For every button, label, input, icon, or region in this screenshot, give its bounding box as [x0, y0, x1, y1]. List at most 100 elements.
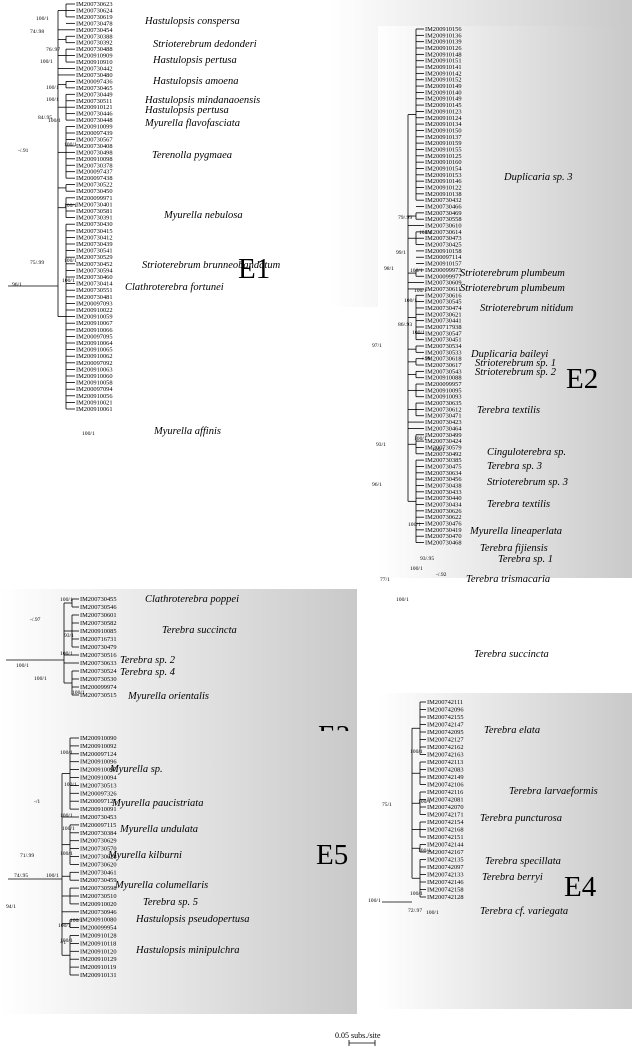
clade-name: Myurella columellaris — [114, 880, 208, 891]
leaf-label: IM200910159 — [425, 140, 462, 147]
clade-name: Hastulopsis pertusa — [152, 55, 237, 66]
clade-name: Strioterebrum dedonderi — [153, 39, 257, 50]
support-value: 77/1 — [380, 577, 390, 583]
leaf-label: IM200730543 — [425, 368, 462, 375]
leaf-label: IM200910910 — [76, 59, 113, 66]
support-value: 99/1 — [396, 250, 406, 256]
clade-name: Hastulopsis amoena — [152, 76, 238, 87]
clade-name: Hastulopsis minipulchra — [135, 945, 240, 956]
leaf-label: IM200097114 — [425, 254, 462, 261]
clade-name: Terebra puncturosa — [480, 813, 562, 824]
leaf-label: IM200730612 — [425, 406, 462, 413]
group-label: E2 — [566, 363, 598, 395]
leaf-label: IM200730455 — [80, 596, 117, 603]
leaf-label: IM200910091 — [80, 806, 117, 813]
clade-name: Terebra textilis — [477, 405, 540, 416]
leaf-label: IM200910056 — [76, 393, 113, 400]
support-value: 100/1 — [70, 918, 83, 924]
leaf-label: IM200910022 — [76, 307, 113, 314]
support-value: 100/1 — [60, 750, 73, 756]
leaf-label: IM200910080 — [80, 917, 117, 924]
clade-name: Strioterebrum brunneobandatum — [142, 260, 281, 271]
support-value: 100/1 — [410, 268, 423, 274]
leaf-label: IM200730478 — [76, 20, 113, 27]
leaf-label: IM200097436 — [76, 78, 113, 85]
leaf-label: IM200099974 — [80, 684, 117, 691]
leaf-label: IM200730385 — [425, 457, 462, 464]
leaf-label: IM200730471 — [425, 413, 462, 420]
support-value: 96/1 — [12, 282, 22, 288]
leaf-label: IM200730434 — [425, 502, 462, 509]
leaf-label: IM200730450 — [76, 188, 113, 195]
leaf-label: IM200910062 — [76, 353, 113, 360]
leaf-label: IM200910092 — [80, 743, 117, 750]
leaf-label: IM200730524 — [80, 668, 117, 675]
leaf-label: IM200742171 — [427, 812, 464, 819]
support-value: 100/1 — [46, 97, 59, 103]
leaf-label: IM200910095 — [425, 387, 462, 394]
leaf-label: IM200730620 — [80, 861, 117, 868]
leaf-label: IM200910151 — [425, 58, 462, 65]
leaf-label: IM200910093 — [425, 394, 462, 401]
leaf-label: IM200742158 — [427, 887, 464, 894]
leaf-label: IM200730476 — [425, 521, 462, 528]
leaf-label: IM200910066 — [76, 327, 113, 334]
leaf-label: IM200910063 — [76, 366, 113, 373]
clade-name: Hastulopsis mindanaoensis — [144, 95, 260, 106]
leaf-label: IM200742154 — [427, 819, 464, 826]
leaf-label: IM200730469 — [425, 210, 462, 217]
leaf-label: IM200910067 — [76, 320, 113, 327]
leaf-label: IM200730423 — [425, 419, 462, 426]
leaf-label: IM200730515 — [80, 692, 117, 699]
leaf-label: IM200910085 — [80, 628, 117, 635]
support-value: 100/1 — [404, 298, 417, 304]
leaf-label: IM200742167 — [427, 849, 464, 856]
support-value: 100/1 — [64, 258, 77, 264]
clade-name: Terebra elata — [484, 725, 540, 736]
support-value: 100/1 — [426, 910, 439, 916]
leaf-label: IM200730430 — [76, 221, 113, 228]
support-value: 100/1 — [16, 663, 29, 669]
leaf-label: IM200910150 — [425, 127, 462, 134]
support-value: 100/1 — [414, 288, 427, 294]
leaf-label: IM200910148 — [425, 51, 462, 58]
leaf-label: IM200730619 — [76, 14, 113, 21]
clade-name: Myurella affinis — [153, 426, 221, 437]
leaf-label: IM200910119 — [80, 964, 116, 971]
clade-name: Myurella sp. — [109, 764, 163, 775]
leaf-label: IM200910137 — [425, 134, 462, 141]
clade-name: Terebra succincta — [474, 649, 549, 660]
leaf-label: IM200910129 — [80, 956, 117, 963]
leaf-label: IM200742162 — [427, 744, 464, 751]
leaf-label: IM200910122 — [425, 185, 462, 192]
support-value: 100/1 — [368, 898, 381, 904]
leaf-label: IM200730391 — [76, 215, 113, 222]
leaf-label: IM200742106 — [427, 782, 464, 789]
leaf-label: IM200742096 — [427, 707, 464, 714]
group-label: E5 — [316, 839, 348, 871]
leaf-label: IM200910118 — [80, 940, 116, 947]
leaf-label: IM200910157 — [425, 261, 462, 268]
support-value: 100/1 — [412, 330, 425, 336]
leaf-label: IM200730459 — [80, 877, 117, 884]
support-value: 100/1 — [419, 230, 432, 236]
leaf-label: IM200730392 — [76, 40, 113, 47]
leaf-label: IM200742097 — [427, 864, 464, 871]
leaf-label: IM200730453 — [80, 814, 117, 821]
leaf-label: IM200730609 — [425, 280, 462, 287]
leaf-label: IM200730424 — [425, 438, 462, 445]
support-value: 100/1 — [46, 873, 59, 879]
leaf-label: IM200730412 — [76, 234, 113, 241]
leaf-label: IM200910098 — [76, 156, 113, 163]
leaf-label: IM200730579 — [425, 444, 462, 451]
support-value: 100/1 — [418, 799, 431, 805]
leaf-label: IM200730611 — [425, 286, 461, 293]
support-value: -/1 — [60, 940, 66, 946]
support-value: 74/.98 — [30, 29, 44, 35]
leaf-label: IM200730488 — [76, 46, 113, 53]
clade-name: Terebra fijiensis — [480, 543, 548, 554]
leaf-label: IM200730433 — [425, 489, 462, 496]
support-value: -/.91 — [18, 148, 29, 154]
support-value: 100/1 — [40, 59, 53, 65]
